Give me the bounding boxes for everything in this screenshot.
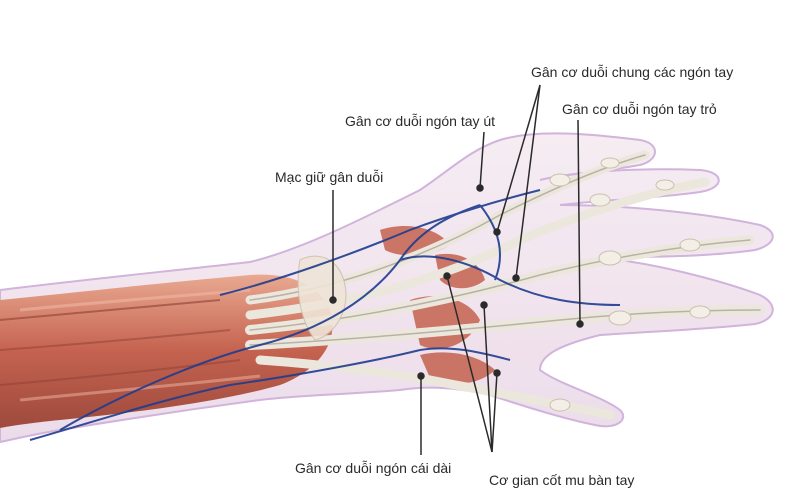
label-common-extensor: Gân cơ duỗi chung các ngón tay — [531, 64, 734, 80]
veins — [29, 189, 621, 441]
label-little-finger-extensor: Gân cơ duỗi ngón tay út — [345, 113, 496, 129]
retinaculum-band — [297, 255, 347, 341]
label-thumb-long-extensor: Gân cơ duỗi ngón cái dài — [295, 460, 452, 476]
leader-lines — [329, 84, 584, 455]
label-retinaculum: Mạc giữ gân duỗi — [275, 169, 384, 185]
label-dorsal-interossei: Cơ gian cốt mu bàn tay — [489, 472, 635, 488]
label-index-extensor: Gân cơ duỗi ngón tay trỏ — [562, 101, 717, 117]
finger-joints — [549, 157, 711, 412]
